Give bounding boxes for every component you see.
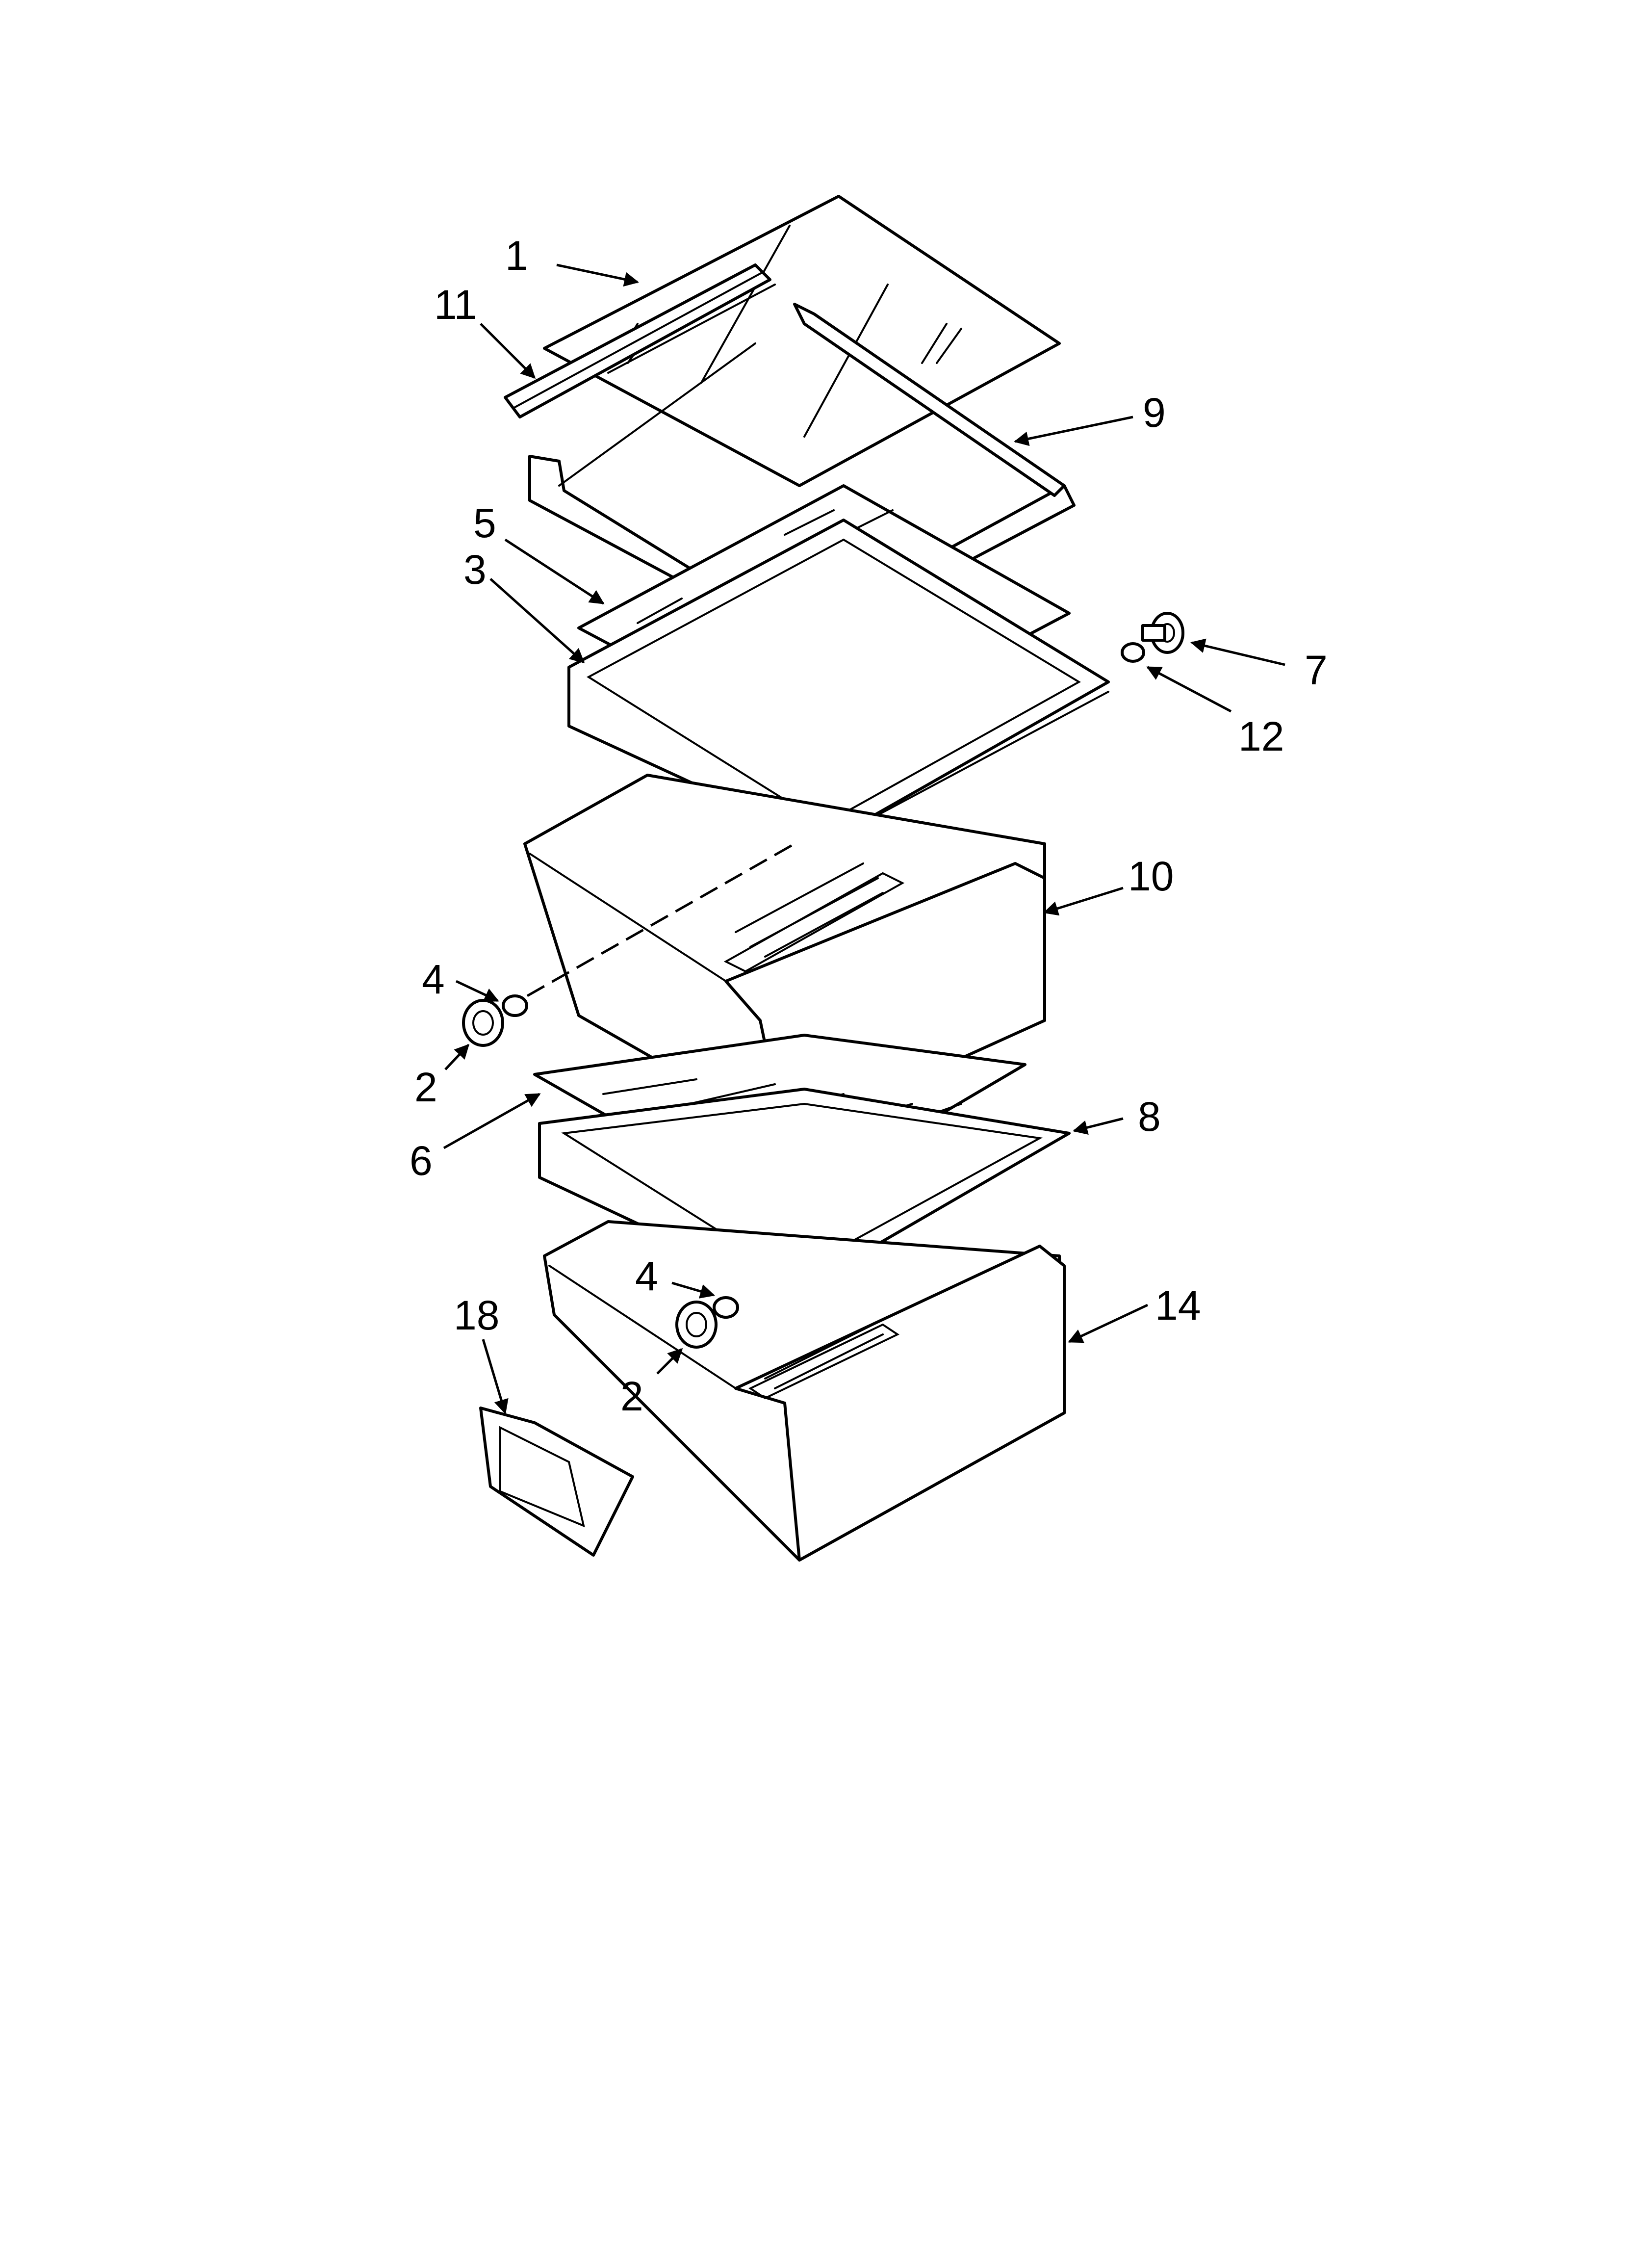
screw-part-12 — [1121, 642, 1145, 663]
roller-part-7 — [1141, 612, 1184, 654]
lower-screw-part-4 — [713, 1296, 739, 1319]
callout-label: 7 — [1305, 647, 1328, 693]
callout-label: 14 — [1155, 1282, 1201, 1329]
callout-label: 4 — [635, 1253, 658, 1299]
callout-label: 2 — [414, 1064, 437, 1110]
callout-label: 18 — [454, 1292, 499, 1338]
callout-label: 4 — [422, 956, 445, 1002]
glass-shelf-part — [543, 195, 1061, 487]
callout-label: 5 — [473, 500, 496, 546]
upper-screw-part-4 — [502, 994, 528, 1017]
shelf-trim-part — [504, 263, 771, 418]
callout-label: 2 — [620, 1373, 643, 1419]
callout-label: 9 — [1143, 390, 1166, 436]
leader-lines — [443, 263, 1285, 1414]
callout-label: 6 — [410, 1138, 433, 1184]
callout-label: 12 — [1238, 713, 1284, 759]
lower-crisper-drawer-part — [543, 1220, 1066, 1562]
callout-label: 11 — [434, 282, 477, 328]
label-holder-part — [479, 1407, 634, 1557]
callout-label: 3 — [463, 547, 487, 593]
callout-label: 10 — [1128, 853, 1174, 899]
lower-roller-part-2 — [675, 1301, 718, 1349]
shelf-frame-part — [528, 303, 1076, 649]
upper-roller-part-2 — [462, 999, 504, 1047]
callout-label: 8 — [1138, 1094, 1161, 1140]
callout-label: 1 — [505, 233, 528, 279]
